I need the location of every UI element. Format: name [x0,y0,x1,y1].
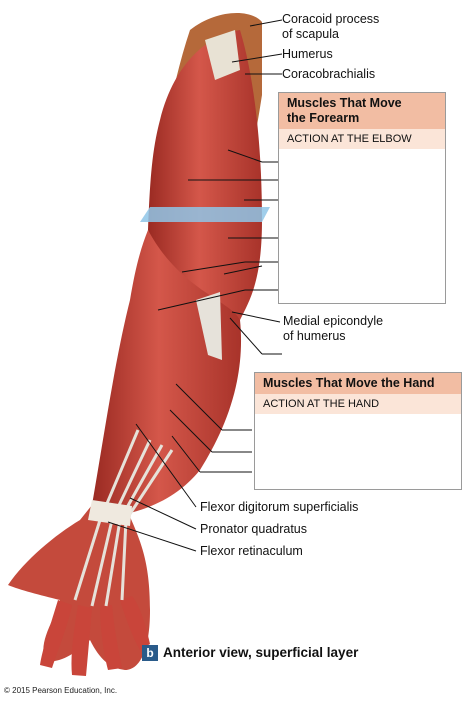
label-flexor-retinaculum: Flexor retinaculum [200,544,303,558]
label-coracoid-process: Coracoid process of scapula [282,12,380,41]
forearm-box-title: Muscles That Move the Forearm [279,93,445,129]
finger-1 [40,600,72,668]
label-pronator-quadratus: Pronator quadratus [200,522,308,536]
hand-box-title: Muscles That Move the Hand [255,373,461,394]
aponeurosis [196,292,222,360]
forearm-box-subtitle: ACTION AT THE ELBOW [279,129,445,149]
figure-caption: Anterior view, superficial layer [163,645,359,660]
retinaculum-band [88,500,132,526]
label-medial-epicondyle: Medial epicondyle of humerus [283,314,384,343]
upper-tendon [205,30,240,80]
finger-4 [120,596,150,650]
section-plane [140,207,270,222]
panel-badge: b [142,645,158,661]
label-coracobrachialis: Coracobrachialis [282,67,376,81]
hand-box-subtitle: ACTION AT THE HAND [255,394,461,414]
finger-3 [100,605,122,670]
copyright-text: © 2015 Pearson Education, Inc. [4,686,118,695]
forearm-muscles-box: Muscles That Move the Forearm ACTION AT … [278,92,446,304]
leader-lines [107,19,283,552]
finger-2 [71,605,92,676]
label-flexor-digitorum-superficialis: Flexor digitorum superficialis [200,500,359,514]
hand-muscles-box: Muscles That Move the Hand ACTION AT THE… [254,372,462,490]
label-humerus: Humerus [282,47,333,61]
